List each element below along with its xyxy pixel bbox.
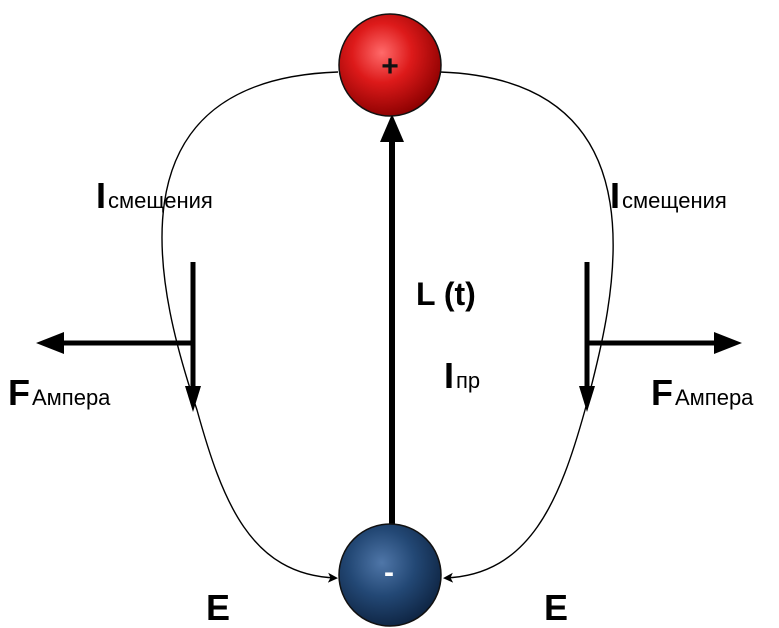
negative-charge-symbol: - <box>384 556 394 589</box>
positive-charge-symbol: + <box>381 50 399 83</box>
field-line-right <box>439 71 614 583</box>
conduction-current-label: Iпр <box>444 355 480 396</box>
field-label-right: E <box>544 587 568 628</box>
ampere-force-arrowhead-right <box>714 332 742 354</box>
field-label-left: E <box>206 587 230 628</box>
ampere-force-label-right: FАмпера <box>651 372 754 413</box>
field-line-left <box>161 71 339 583</box>
ampere-force-arrowhead-left <box>36 332 64 354</box>
negative-charge: - <box>338 523 442 627</box>
positive-charge: + <box>338 13 442 117</box>
length-arrow-head <box>380 114 404 142</box>
displacement-arrowhead-right <box>579 386 595 412</box>
ampere-force-label-left: FАмпера <box>8 372 111 413</box>
length-label: L (t) <box>416 276 476 312</box>
displacement-arrowhead-left <box>185 386 201 412</box>
displacement-current-label-right: Iсмещения <box>610 175 727 216</box>
displacement-current-label-left: Iсмещения <box>96 175 213 216</box>
